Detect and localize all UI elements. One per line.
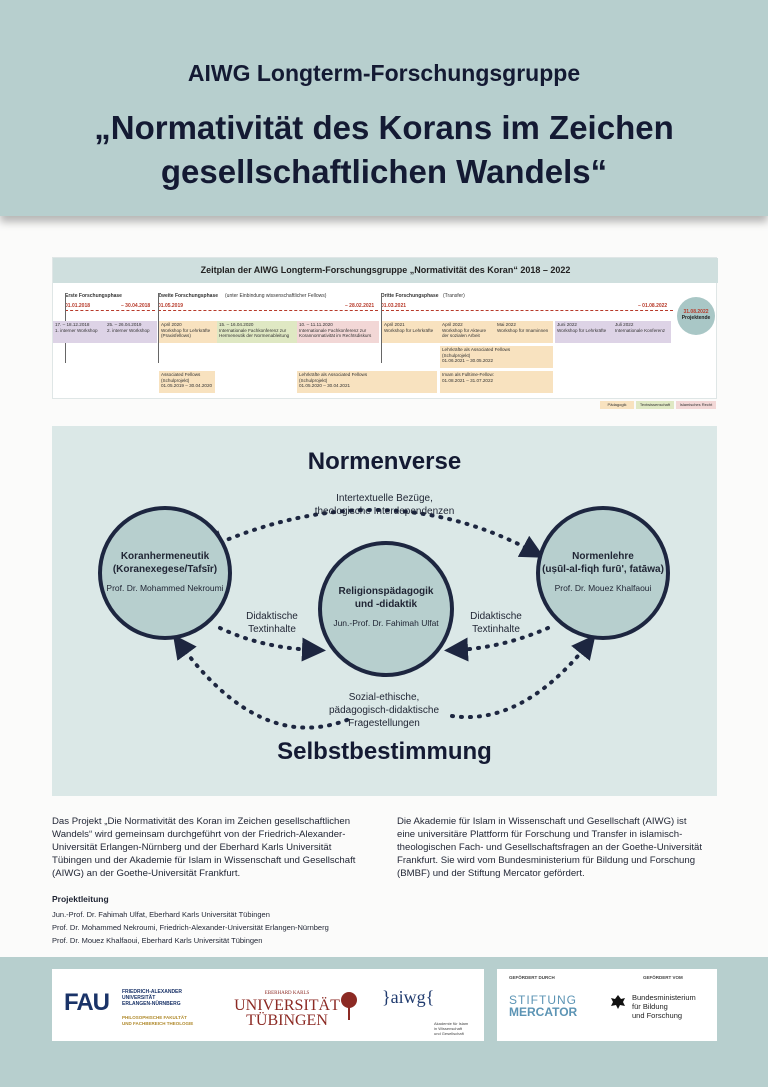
arrow-top [200, 507, 545, 558]
mercator-logo: MERCATOR [509, 1005, 578, 1019]
poster-title-line-1: „Normativität des Korans im Zeichen [94, 109, 674, 146]
bmbf-logo: Bundesministerium für Bildung und Forsch… [632, 993, 696, 1020]
phase1-end: – 30.04.2018 [121, 303, 151, 309]
circle-religionspaedagogik: Religionspädagogik und -didaktik Jun.-Pr… [318, 541, 454, 677]
tuebingen-logo: UNIVERSITÄT TÜBINGEN [234, 997, 340, 1029]
phase1-line [65, 310, 155, 311]
phase2-end: – 28.02.2021 [345, 303, 375, 309]
phase2-line [158, 310, 378, 311]
footer: FAU FRIEDRICH-ALEXANDER UNIVERSITÄT ERLA… [0, 957, 768, 1087]
eagle-icon [611, 995, 625, 1009]
legend-textwissenschaft: Textwissenschaft [636, 401, 674, 409]
aiwg-logo: }aiwg{ [382, 987, 435, 1007]
arrow-left-middle [218, 626, 326, 662]
project-end-marker: 31.08.2022 Projektende [677, 297, 715, 335]
project-end-date: 31.08.2022 [683, 309, 709, 315]
phase1-start: 01.01.2018 [65, 303, 91, 309]
fellows-block: Imam als Fulltime-Fellow:01.08.2021 – 31… [440, 371, 553, 393]
phase1-name: Erste Forschungsphase [65, 293, 122, 299]
label-sozial-ethisch: Sozial-ethische, pädagogisch-didaktische… [328, 692, 440, 729]
palm-tree-icon [341, 992, 357, 1020]
projektleitung-item: Prof. Dr. Mouez Khalfaoui, Eberhard Karl… [52, 936, 263, 945]
arrow-right-middle [444, 626, 550, 662]
phase3-line [381, 310, 673, 311]
phase2-note: (unter Einbindung wissenschaftlicher Fel… [225, 293, 327, 299]
poster-header: AIWG Longterm-Forschungsgruppe „Normativ… [0, 0, 768, 216]
gefoerdert-durch: GEFÖRDERT DURCH [509, 975, 555, 980]
diagram-top-label: Normenverse [307, 448, 462, 475]
legend-paedagogik: Pädagogik [600, 401, 634, 409]
phase3-end: – 01.08.2022 [638, 303, 668, 309]
phase3-start: 01.03.2021 [381, 303, 407, 309]
timeline-title: Zeitplan der AIWG Longterm-Forschungsgru… [53, 258, 718, 283]
project-description: Das Projekt „Die Normativität des Koran … [52, 816, 356, 879]
fellows-block: Lehrkräfte als Associated Fellows(Schulp… [297, 371, 437, 393]
arrow-bottom-right [450, 634, 596, 719]
phase3-note: (Transfer) [443, 293, 465, 299]
timeline-panel: Zeitplan der AIWG Longterm-Forschungsgru… [52, 257, 718, 399]
projektleitung-title: Projektleitung [52, 894, 109, 904]
fau-faculty: PHILOSOPHISCHE FAKULTÄT UND FACHBEREICH … [122, 1015, 194, 1026]
aiwg-description: Die Akademie für Islam in Wissenschaft u… [397, 816, 703, 879]
poster-title: „Normativität des Korans im Zeichen gese… [0, 106, 768, 194]
funder-logos: GEFÖRDERT DURCH GEFÖRDERT VOM STIFTUNG M… [497, 969, 717, 1041]
poster-subtitle: AIWG Longterm-Forschungsgruppe [187, 60, 581, 86]
partner-logos: FAU FRIEDRICH-ALEXANDER UNIVERSITÄT ERLA… [52, 969, 484, 1041]
project-end-label: Projektende [681, 315, 711, 321]
poster-title-line-2: gesellschaftlichen Wandels“ [160, 153, 608, 190]
stiftung-logo: STIFTUNG [509, 993, 577, 1007]
diagram-arrows [172, 507, 596, 730]
concept-diagram: Normenverse Selbstbestimmung Koranhermen… [52, 426, 717, 796]
label-didaktisch-left: Didaktische Textinhalte [246, 611, 298, 635]
phase3-name: Dritte Forschungsphase [381, 293, 439, 299]
phase2-name: Zweite Forschungsphase [158, 293, 219, 299]
projektleitung-item: Jun.-Prof. Dr. Fahimah Ulfat, Eberhard K… [52, 910, 270, 919]
timeline-divider [381, 293, 382, 363]
circle-koranhermeneutik: Koranhermeneutik (Koranexegese/Tafsīr) P… [98, 506, 232, 640]
arrow-bottom [172, 634, 354, 730]
fau-name: FRIEDRICH-ALEXANDER UNIVERSITÄT ERLANGEN… [122, 989, 182, 1007]
label-intertextual: Intertextuelle Bezüge, theologische Inte… [314, 493, 455, 517]
label-didaktisch-right: Didaktische Textinhalte [470, 611, 522, 635]
fau-logo: FAU [64, 989, 110, 1016]
fellows-block: Lehrkräfte als Associated Fellows(Schulp… [440, 346, 553, 368]
timeline-divider [158, 293, 159, 363]
diagram-bottom-label: Selbstbestimmung [277, 738, 492, 765]
fellows-block: Associated Fellows(Schulprojekt)01.05.20… [159, 371, 215, 393]
phase2-start: 01.05.2019 [158, 303, 184, 309]
aiwg-name: Akademie für Islam in Wissenschaft und G… [434, 1021, 469, 1036]
tuebingen-small: EBERHARD KARLS [264, 991, 310, 996]
legend-islamisches-recht: Islamisches Recht [676, 401, 716, 409]
gefoerdert-vom: GEFÖRDERT VOM [643, 975, 683, 980]
projektleitung-item: Prof. Dr. Mohammed Nekroumi, Friedrich-A… [52, 923, 329, 932]
circle-normenlehre: Normenlehre (uṣūl-al-fiqh furū', fatāwa)… [536, 506, 670, 640]
